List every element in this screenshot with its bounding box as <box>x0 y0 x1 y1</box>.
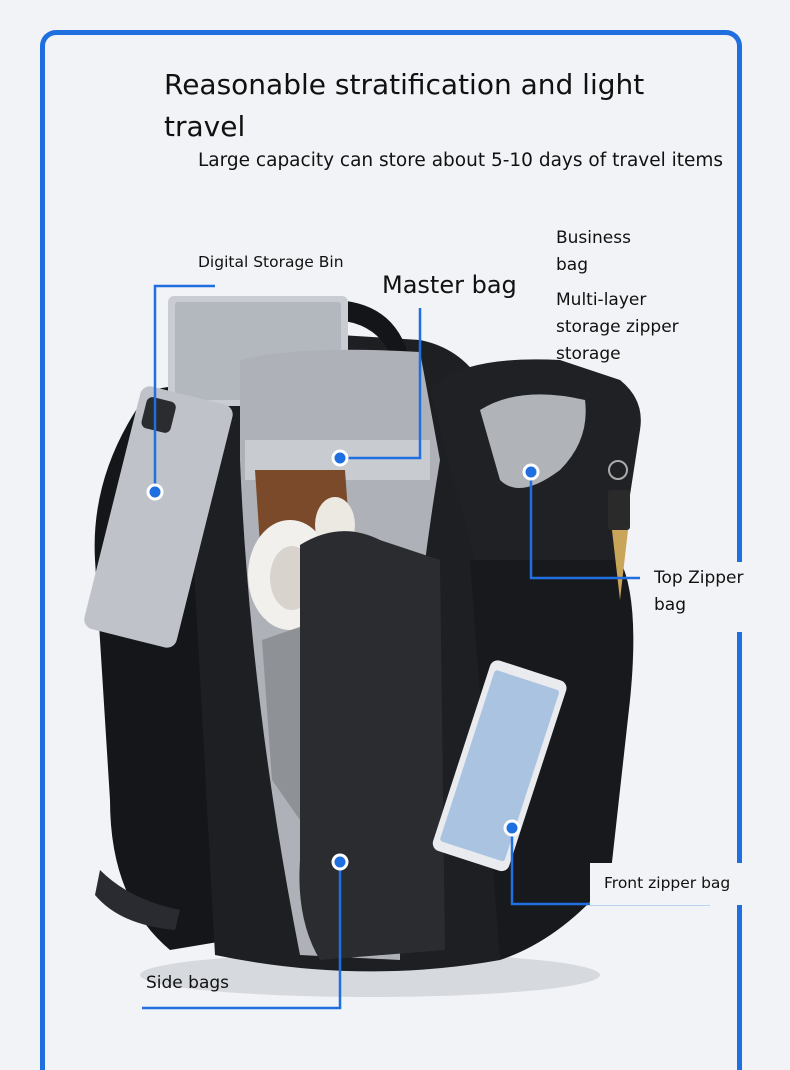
key-fob <box>608 490 630 530</box>
backpack-illustration <box>84 284 710 1010</box>
front-zipper-label-bg <box>590 863 742 905</box>
label-side-bags: Side bags <box>146 973 230 993</box>
camera-module <box>141 397 176 433</box>
ground-shadow <box>140 953 600 997</box>
dot-digital-storage <box>146 483 164 501</box>
top-zipper-label-bg <box>642 562 762 632</box>
page-frame <box>40 30 742 1070</box>
tablet-front <box>432 660 567 872</box>
tablet-left <box>84 386 233 648</box>
dot-top-zipper <box>522 463 540 481</box>
label-front-zipper-bag: Front zipper bag <box>604 874 731 892</box>
dot-front-zipper <box>503 819 521 837</box>
front-panel <box>299 531 445 960</box>
callout-dots <box>146 449 540 871</box>
strap-buckle <box>95 870 180 930</box>
page-title: Reasonable stratification and light trav… <box>164 68 645 143</box>
label-top-zipper-bag: Top Zipper bag <box>654 568 744 615</box>
label-business-bag: Business bag <box>556 228 631 275</box>
label-digital-storage-bin: Digital Storage Bin <box>198 253 344 271</box>
callout-lines <box>142 284 710 1010</box>
label-multi-layer-storage: Multi-layer storage zipper storage <box>556 290 679 364</box>
key-ring <box>608 460 628 480</box>
dot-side-bags <box>331 853 349 871</box>
page-subtitle: Large capacity can store about 5-10 days… <box>198 150 724 171</box>
top-pocket-lining <box>480 394 586 488</box>
label-master-bag: Master bag <box>382 271 517 299</box>
dot-master-bag <box>331 449 349 467</box>
key <box>612 530 628 600</box>
